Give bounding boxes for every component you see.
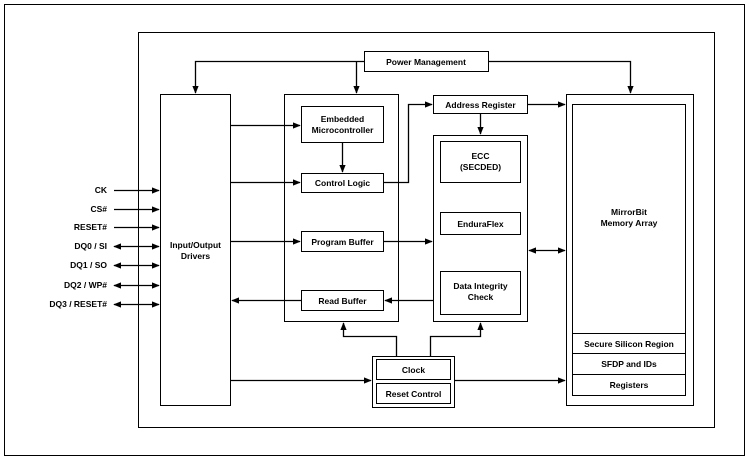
pin-reset-label: RESET# bbox=[74, 222, 107, 232]
registers-block: Registers bbox=[572, 374, 686, 396]
data-integrity-label-1: Data Integrity bbox=[453, 281, 508, 291]
pin-ck-label: CK bbox=[95, 185, 108, 195]
ecc-label-1: ECC bbox=[472, 151, 490, 161]
embedded-microcontroller-block: Embedded Microcontroller bbox=[301, 106, 384, 143]
secure-silicon-block: Secure Silicon Region bbox=[572, 333, 686, 354]
read-buffer-label: Read Buffer bbox=[318, 296, 367, 306]
reset-control-block: Reset Control bbox=[376, 383, 451, 404]
enduraflex-label: EnduraFlex bbox=[457, 219, 504, 229]
secure-silicon-label: Secure Silicon Region bbox=[584, 339, 674, 349]
io-drivers-block: Input/Output Drivers bbox=[160, 94, 231, 406]
embedded-microcontroller-label-1: Embedded bbox=[321, 114, 364, 124]
outer-frame bbox=[4, 4, 745, 456]
memory-array-label-1: MirrorBit bbox=[611, 207, 647, 217]
clock-label: Clock bbox=[402, 365, 425, 375]
enduraflex-block: EnduraFlex bbox=[440, 212, 521, 235]
address-register-label: Address Register bbox=[445, 100, 516, 110]
memory-group bbox=[566, 94, 694, 406]
ecc-group bbox=[433, 135, 528, 322]
clock-reset-group bbox=[372, 356, 455, 408]
memory-array-block: MirrorBit Memory Array bbox=[572, 104, 686, 334]
clock-block: Clock bbox=[376, 359, 451, 380]
connectors bbox=[192, 60, 634, 384]
pin-dq0-label: DQ0 / SI bbox=[74, 241, 107, 251]
control-logic-label: Control Logic bbox=[315, 178, 371, 188]
io-drivers-label-1: Input/Output bbox=[170, 240, 221, 250]
chip-boundary bbox=[138, 32, 715, 428]
data-integrity-block: Data Integrity Check bbox=[440, 271, 521, 315]
power-management-label: Power Management bbox=[386, 57, 466, 67]
control-logic-block: Control Logic bbox=[301, 173, 384, 193]
read-buffer-block: Read Buffer bbox=[301, 290, 384, 311]
registers-label: Registers bbox=[610, 380, 649, 390]
ecc-label-2: (SECDED) bbox=[460, 162, 501, 172]
power-management-block: Power Management bbox=[364, 51, 489, 72]
ecc-block: ECC (SECDED) bbox=[440, 141, 521, 183]
io-drivers-label-2: Drivers bbox=[181, 251, 211, 261]
sfdp-block: SFDP and IDs bbox=[572, 353, 686, 375]
address-register-block: Address Register bbox=[433, 95, 528, 114]
pin-dq3-label: DQ3 / RESET# bbox=[49, 299, 107, 309]
reset-control-label: Reset Control bbox=[386, 389, 442, 399]
pin-dq1-label: DQ1 / SO bbox=[70, 260, 107, 270]
embedded-microcontroller-label-2: Microcontroller bbox=[312, 125, 375, 135]
program-buffer-label: Program Buffer bbox=[311, 237, 374, 247]
memory-array-label-2: Memory Array bbox=[601, 218, 658, 228]
pin-dq2-label: DQ2 / WP# bbox=[64, 280, 107, 290]
data-integrity-label-2: Check bbox=[468, 292, 494, 302]
sfdp-label: SFDP and IDs bbox=[601, 359, 657, 369]
program-buffer-block: Program Buffer bbox=[301, 231, 384, 252]
external-pins: CK CS# RESET# DQ0 / SI DQ1 / SO DQ2 / WP… bbox=[49, 185, 160, 309]
pin-cs-label: CS# bbox=[90, 204, 107, 214]
controller-group bbox=[284, 94, 399, 322]
